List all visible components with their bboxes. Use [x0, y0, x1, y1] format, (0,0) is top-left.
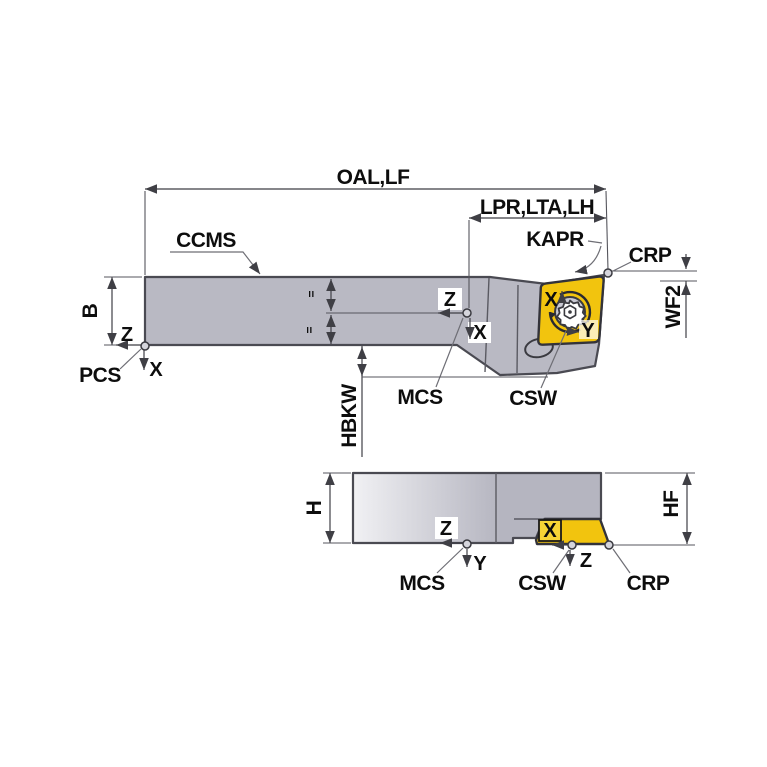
crp-label: CRP [629, 244, 672, 267]
dim-label-b: B [79, 303, 102, 318]
insert-x-axis-label: X [544, 289, 558, 311]
dim-label-oal-lf: OAL,LF [337, 166, 410, 189]
dim-label-wf2: WF2 [662, 286, 685, 329]
insert-y-axis-arrow [565, 326, 580, 336]
insert-screw-icon [548, 290, 592, 334]
mcs-bottom-leader [436, 547, 464, 574]
dim-label-hbkw: HBKW [338, 384, 361, 448]
mcs-x-axis-label: X [473, 322, 487, 344]
insert-y-axis-label: Y [581, 320, 595, 342]
csw-bottom-point [567, 540, 577, 550]
csw-label: CSW [509, 387, 557, 410]
csw-bottom-z-axis-label: Z [580, 550, 592, 572]
mcs-z-axis-label: Z [444, 289, 456, 311]
csw-x-axis-label: X [543, 520, 557, 542]
crp-bottom-leader [612, 548, 631, 574]
dim-label-lpr-lta-lh: LPR,LTA,LH [480, 196, 594, 219]
mcs-z-label-bg [438, 288, 462, 310]
insert-y-label-bg [579, 320, 598, 339]
tool-body-top-view [143, 273, 606, 377]
pcs-label: PCS [79, 364, 121, 387]
ccms-leader [170, 251, 261, 275]
ext-line-oal-right [605, 190, 609, 271]
crp-leader [612, 261, 632, 272]
crp-bottom-label: CRP [627, 572, 670, 595]
equal-mark-upper: = [304, 290, 318, 297]
mcs-bottom-label: MCS [399, 572, 445, 595]
mcs-bottom-y-axis-label: Y [473, 553, 487, 575]
mcs-bottom-z-axis-label: Z [440, 518, 452, 540]
csw-leader [540, 330, 567, 389]
top-view: OAL,LF LPR,LTA,LH B Z X PCS = = Z X [79, 166, 697, 457]
bottom-view: X H HF Z Y MCS Z CSW CRP [303, 471, 695, 595]
crp-point [603, 268, 613, 278]
kapr-label: KAPR [526, 228, 584, 251]
mcs-label: MCS [397, 386, 443, 409]
crp-bottom-point [604, 540, 614, 550]
pcs-point [140, 341, 150, 351]
pcs-x-axis-label: X [149, 359, 163, 381]
csw-bottom-label: CSW [518, 572, 566, 595]
mcs-leader [435, 317, 464, 388]
mcs-point [462, 308, 472, 318]
mcs-bottom-z-label-bg [435, 517, 458, 539]
csw-bottom-leader [552, 549, 570, 574]
dim-label-h: H [303, 501, 326, 516]
pcs-z-axis-label: Z [121, 324, 133, 346]
ccms-label: CCMS [176, 229, 236, 252]
kapr-dash [587, 240, 603, 244]
mcs-bottom-point [462, 539, 472, 549]
kapr-angle-arc [574, 245, 602, 275]
csw-x-label-box [538, 519, 562, 542]
dim-label-hf: HF [660, 490, 683, 518]
equal-mark-lower: = [302, 326, 316, 333]
insert-pocket-line [516, 284, 519, 374]
pcs-leader [119, 348, 142, 370]
